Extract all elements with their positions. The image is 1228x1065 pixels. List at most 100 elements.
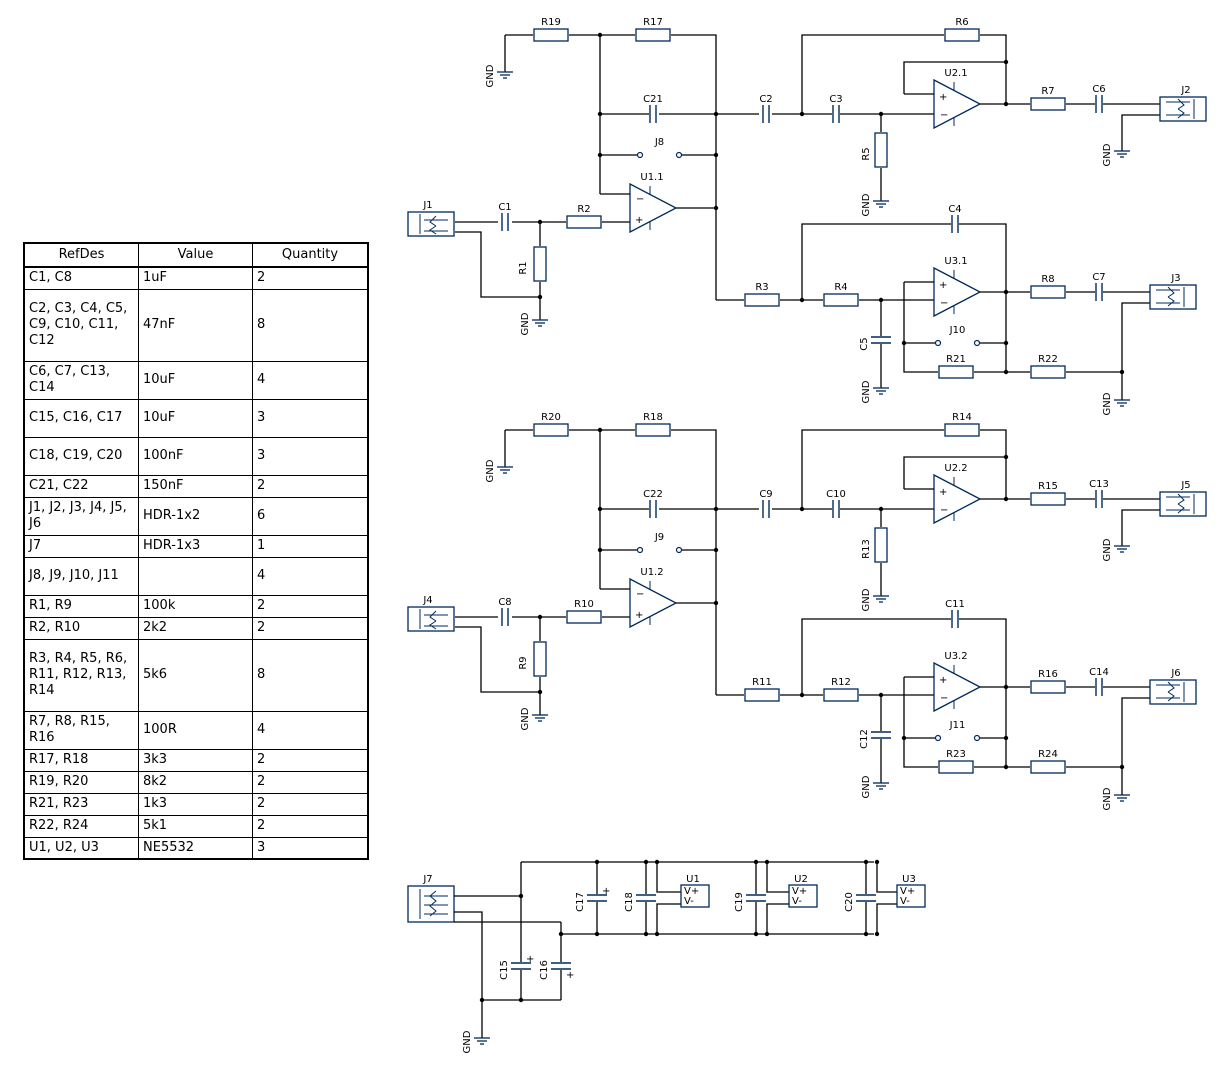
resistor-r7: R7 [1030,86,1066,111]
bom-cell-value: HDR-1x3 [138,534,253,558]
label: U2 [794,874,808,885]
wire [876,903,897,934]
label: R14 [952,412,972,423]
connector-j3: J3 [1149,273,1197,310]
label: U3.1 [944,256,967,267]
junction-dot [863,859,869,865]
capacitor-c12: C12 [859,729,891,749]
junction-dot [597,506,603,512]
label: GND [861,193,872,216]
label: C3 [829,94,842,105]
wire [980,429,1007,499]
pin-vplus: V+ [900,886,915,897]
junction-dot [537,219,543,225]
capacitor-c3: C3 [829,94,843,123]
label: R16 [1038,669,1058,680]
capacitor-c10: C10 [826,489,846,518]
bom-cell-value: 47nF [138,288,253,362]
connector-j6: J6 [1149,668,1197,705]
label: R2 [577,204,590,215]
resistor-r21: R21 [938,354,974,379]
junction-dot [713,152,719,158]
opamp-u1-1: −+U1.1 [629,172,678,234]
bom-header-refdes: RefDes [23,242,139,268]
label: C4 [948,204,961,215]
label: C19 [734,892,745,912]
capacitor-c6: C6 [1092,84,1106,113]
label: R6 [955,17,968,28]
opamp-plus-sign: + [635,215,643,226]
label: J8 [654,137,664,148]
label: R4 [834,282,847,293]
junction-dot [537,689,543,695]
label: GND [485,64,496,87]
junction-dot [713,600,719,606]
label: J9 [654,532,664,543]
wire [454,911,521,1001]
capacitor-c7: C7 [1092,272,1106,301]
junction-dot [713,205,719,211]
resistor-r10: R10 [566,599,602,624]
resistor-r24: R24 [1030,749,1066,774]
label: R13 [861,539,872,559]
capacitor-c13: C13 [1089,479,1109,508]
junction-dot [874,931,880,937]
ground-symbol: GND [485,459,513,482]
resistor-r8: R8 [1030,274,1066,299]
capacitor-c1: C1 [498,202,512,231]
junction-dot [537,614,543,620]
junction-dot [863,931,869,937]
opamp-u3-1: −+U3.1 [933,256,982,318]
label: C5 [859,337,870,350]
resistor-r9: R9 [518,641,547,677]
resistor-r4: R4 [823,282,859,307]
resistor-r16: R16 [1030,669,1066,694]
junction-dot [643,859,649,865]
label: C15 [499,960,510,980]
junction-dot [558,931,564,937]
label: R1 [518,261,529,274]
label: GND [861,380,872,403]
label: C12 [859,729,870,749]
label: C7 [1092,272,1105,283]
label: R21 [946,354,966,365]
label: C20 [844,892,855,912]
bom-cell-value: 10uF [138,398,253,438]
label: C21 [643,94,663,105]
resistor-r17: R17 [635,17,671,42]
label: R18 [643,412,663,423]
ground-symbol: GND [520,707,548,730]
supply-unit-u2: V+V-U2 [788,874,818,908]
capacitor-c21: C21 [643,94,663,123]
bom-cell-value: 100R [138,710,253,750]
opamp-minus-sign: − [940,298,948,309]
label: J3 [1170,273,1180,284]
wire [958,618,1007,767]
label: GND [861,588,872,611]
junction-dot [1003,454,1009,460]
label: GND [861,775,872,798]
bom-cell-value: 100nF [138,436,253,476]
opamp-plus-sign: + [939,487,947,498]
junction-dot [518,997,524,1003]
resistor-r11: R11 [744,677,780,702]
opamp-minus-sign: − [940,505,948,516]
label: U3 [902,874,916,885]
label: R12 [831,677,851,688]
wire [656,903,681,934]
wire [1121,509,1160,538]
label: GND [462,1030,473,1053]
label: R7 [1041,86,1054,97]
label: R8 [1041,274,1054,285]
label: J11 [949,720,966,731]
wire [958,223,1007,372]
label: C16 [539,960,550,980]
label: C8 [498,597,511,608]
